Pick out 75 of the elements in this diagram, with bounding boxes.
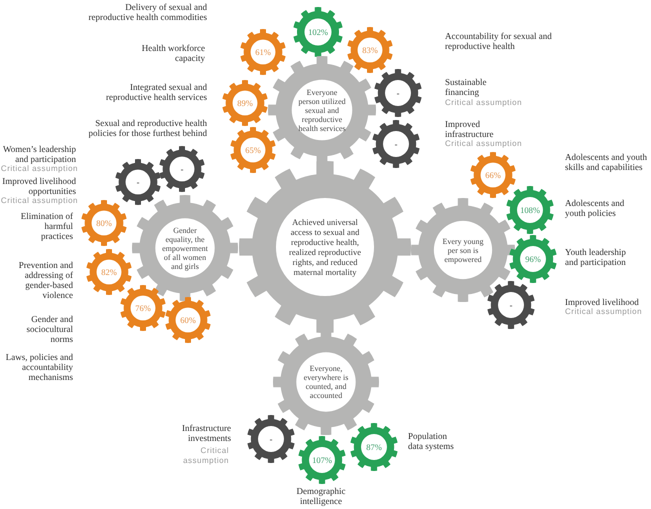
- assumption-note: Critical assumption: [0, 164, 78, 174]
- gear-caption: Youth leadership and participation: [565, 247, 627, 267]
- assumption-note: Critical assumption: [565, 307, 642, 317]
- small-gear: [470, 152, 516, 198]
- assumption-note: Critical assumption: [445, 139, 522, 149]
- small-gear: [293, 7, 343, 57]
- small-gear: [165, 297, 211, 343]
- gear-caption: Improved livelihood opportunities: [1, 176, 76, 196]
- gear-label: Every young per son is empowered: [441, 236, 485, 264]
- gear-caption: Integrated sexual and reproductive health services: [105, 82, 207, 102]
- gear-caption: Demographic intelligence: [296, 486, 346, 506]
- small-gear: [222, 80, 268, 126]
- gear-value: 102%: [308, 28, 328, 36]
- gear-caption: Accountability for sexual and reproductive health: [445, 31, 553, 51]
- small-gear: [230, 127, 276, 173]
- gear-caption: Infrastructure investments: [181, 423, 231, 443]
- gear-value: 60%: [180, 316, 196, 324]
- small-gear: [506, 186, 554, 234]
- gear-caption: Elimination of harmful practices: [20, 211, 73, 241]
- small-gear: [509, 235, 557, 283]
- gear-caption: Population data systems: [408, 431, 455, 451]
- gear-value: 82%: [101, 268, 117, 276]
- small-gear: [81, 200, 127, 246]
- gear-value: -: [180, 164, 184, 174]
- small-gear: [240, 29, 286, 75]
- gear-value: 108%: [520, 206, 540, 214]
- gear-caption: Improved livelihood: [565, 297, 639, 307]
- gear-value: 87%: [366, 442, 382, 452]
- small-gear: [350, 423, 398, 471]
- gear-value: 107%: [312, 456, 332, 464]
- gear-value: 65%: [245, 146, 261, 154]
- gear-caption: Sustainable financing: [445, 77, 488, 97]
- gear-caption: Sexual and reproductive health policies for those furthest behind: [88, 118, 207, 138]
- small-gear: [372, 120, 420, 168]
- assumption-note: Critical assumption: [445, 98, 522, 108]
- small-gear: [487, 281, 535, 329]
- assumption-note: Critical assumption: [182, 446, 229, 466]
- small-gear: [86, 249, 132, 295]
- gear-caption: Health workforce capacity: [140, 43, 205, 63]
- gear-value: 80%: [96, 218, 112, 228]
- large-gear: [239, 161, 411, 333]
- gear-caption: Women’s leadership and participation: [2, 144, 76, 164]
- gear-caption: Gender and sociocultural norms: [26, 314, 73, 344]
- gear-value: 76%: [135, 304, 151, 312]
- small-gear: [347, 27, 393, 73]
- gear-value: 83%: [362, 46, 378, 54]
- gear-value: 96%: [525, 254, 541, 264]
- assumption-note: Critical assumption: [0, 196, 78, 206]
- gear-caption: Delivery of sexual and reproductive health commodities: [88, 2, 207, 22]
- gear-label: Everyone, everywhere is counted, and accounted: [302, 364, 350, 400]
- gear-value: -: [396, 88, 400, 98]
- gear: [132, 195, 238, 301]
- gear-value: 61%: [255, 48, 271, 56]
- gear-caption: Prevention and addressing of gender-based violence: [18, 260, 73, 300]
- small-gear: [120, 285, 166, 331]
- gear-value: -: [394, 140, 398, 148]
- small-gear: [298, 436, 346, 484]
- gear-label: Everyone person utilized sexual and reproductive health services: [298, 88, 346, 132]
- small-gear: [159, 146, 205, 192]
- gear-value: -: [270, 434, 272, 444]
- gear-label: Gender equality, the empowerment of all women and girls: [161, 226, 209, 270]
- small-gear: [115, 159, 161, 205]
- gear-value: 89%: [237, 98, 253, 108]
- gear: [411, 198, 515, 302]
- gear-value: -: [136, 178, 140, 186]
- gear-value: -: [510, 300, 512, 310]
- gear-caption: Adolescents and youth policies: [565, 198, 626, 218]
- gear-caption: Adolescents and youth skills and capabilities: [565, 152, 648, 172]
- small-gear: [247, 415, 295, 463]
- gear-caption: Laws, policies and accountability mechanisms: [4, 352, 73, 382]
- small-gear: [374, 69, 422, 117]
- gear: [268, 56, 376, 164]
- gear-value: 66%: [485, 170, 501, 180]
- gear-caption: Improved infrastructure: [445, 119, 494, 139]
- gear-label: Achieved universal access to sexual and reproductive health, realized reproductive rights, and reduced maternal mortality: [288, 217, 362, 277]
